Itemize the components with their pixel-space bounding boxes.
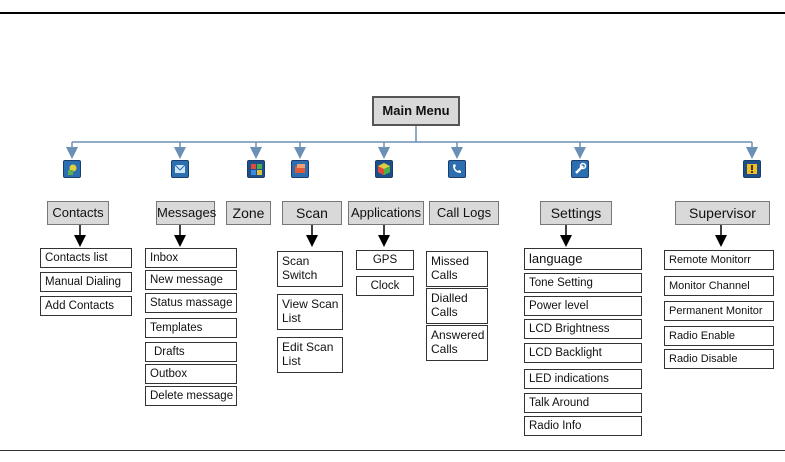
bottom-rule (0, 450, 785, 451)
scan-icon (291, 160, 309, 178)
supervisor-item: Radio Enable (664, 326, 774, 346)
settings-category: Settings (540, 201, 612, 225)
scan-item: Edit Scan List (277, 337, 343, 373)
call-logs-item: Dialled Calls (426, 288, 488, 324)
settings-item: LCD Brightness (524, 319, 642, 339)
supervisor-category: Supervisor (675, 201, 770, 225)
supervisor-item: Remote Monitorr (664, 250, 774, 270)
call-logs-item: Missed Calls (426, 251, 488, 287)
supervisor-item: Monitor Channel (664, 276, 774, 296)
messages-item: Drafts (145, 342, 237, 362)
call-logs-item: Answered Calls (426, 325, 488, 361)
supervisor-item: Permanent Monitor (664, 301, 774, 321)
settings-item: language (524, 248, 642, 270)
messages-item: Templates (145, 318, 237, 338)
settings-item: LED indications (524, 369, 642, 389)
messages-item: New message (145, 270, 237, 290)
contacts-item: Manual Dialing (40, 272, 132, 292)
contacts-item: Contacts list (40, 248, 132, 268)
settings-item: Radio Info (524, 416, 642, 436)
contacts-icon (63, 160, 81, 178)
settings-item: LCD Backlight (524, 343, 642, 363)
settings-item: Talk Around (524, 393, 642, 413)
supervisor-icon (743, 160, 761, 178)
messages-icon (171, 160, 189, 178)
applications-item: Clock (356, 276, 414, 296)
zone-category: Zone (226, 201, 271, 225)
messages-item: Inbox (145, 248, 237, 268)
call-logs-icon (448, 160, 466, 178)
applications-icon (375, 160, 393, 178)
applications-item: GPS (356, 250, 414, 270)
contacts-item: Add Contacts (40, 296, 132, 316)
messages-item: Outbox (145, 364, 237, 384)
scan-item: View Scan List (277, 294, 343, 330)
settings-item: Tone Setting (524, 273, 642, 293)
top-rule (0, 12, 785, 14)
settings-icon (571, 160, 589, 178)
messages-item: Status massage (145, 293, 237, 313)
scan-category: Scan (282, 201, 342, 225)
main-menu-box: Main Menu (372, 96, 460, 126)
messages-category: Messages (156, 201, 216, 225)
settings-item: Power level (524, 296, 642, 316)
supervisor-item: Radio Disable (664, 349, 774, 369)
zone-icon (247, 160, 265, 178)
scan-item: Scan Switch (277, 251, 343, 287)
call-logs-category: Call Logs (429, 201, 499, 225)
applications-category: Applications (348, 201, 424, 225)
contacts-category: Contacts (47, 201, 109, 225)
messages-item: Delete message (145, 386, 237, 406)
